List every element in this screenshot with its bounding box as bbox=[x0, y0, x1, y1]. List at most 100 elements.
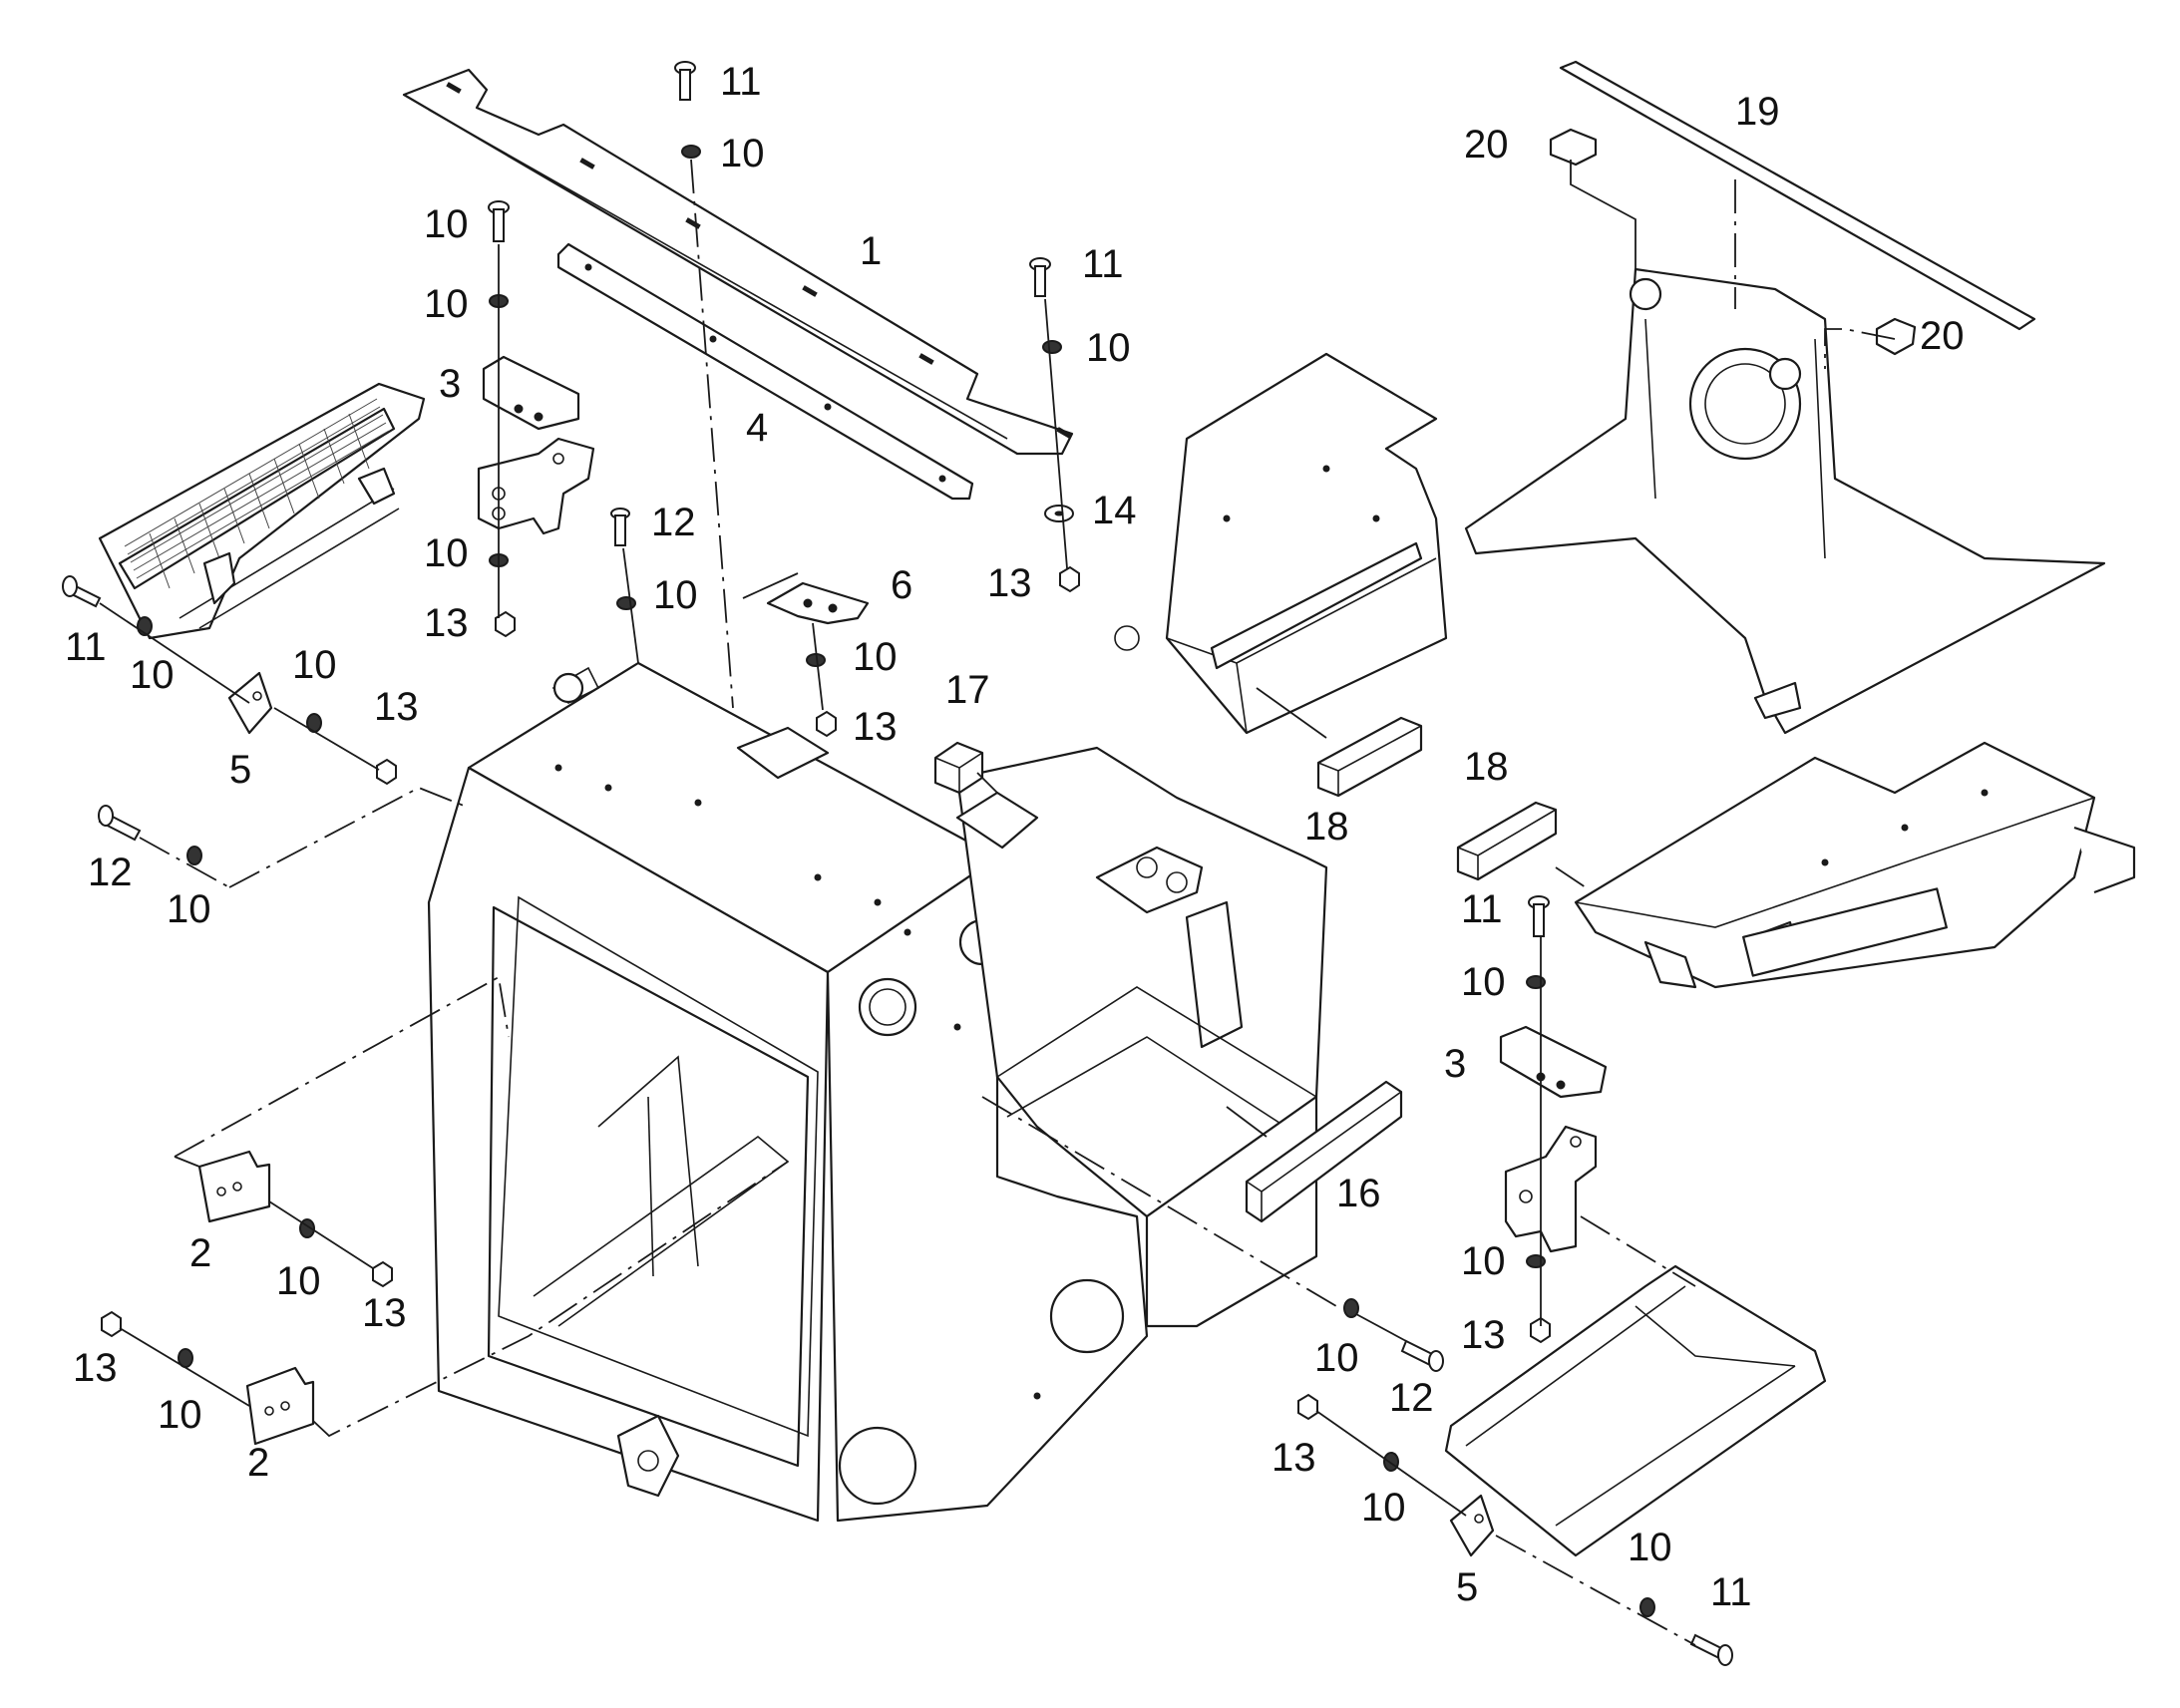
part-18-block-lower bbox=[1456, 801, 1558, 881]
part-6-bracket bbox=[742, 572, 870, 625]
callout-13: 13 bbox=[73, 1346, 118, 1390]
part-19-strip bbox=[1559, 60, 2036, 331]
bolt-12-mid bbox=[610, 508, 630, 546]
nut-13 bbox=[372, 1260, 393, 1288]
side-panel-upper bbox=[1114, 352, 1448, 735]
washer-10 bbox=[1343, 1298, 1359, 1318]
nut-13 bbox=[1059, 565, 1080, 593]
callout-16: 16 bbox=[1336, 1172, 1381, 1215]
callout-18: 18 bbox=[1304, 805, 1349, 849]
callout-13: 13 bbox=[987, 561, 1032, 605]
nut-13 bbox=[1297, 1393, 1318, 1421]
grille-mesh bbox=[124, 398, 390, 589]
callout-4: 4 bbox=[746, 406, 768, 450]
callout-3: 3 bbox=[1444, 1042, 1466, 1086]
part-20-pad-left bbox=[1549, 128, 1598, 167]
nut-13 bbox=[495, 610, 516, 638]
bolt-11-bottom-right bbox=[1689, 1633, 1733, 1666]
callout-1: 1 bbox=[860, 229, 882, 273]
callout-13: 13 bbox=[424, 601, 469, 645]
callout-10: 10 bbox=[853, 635, 898, 679]
washer-10 bbox=[1383, 1452, 1399, 1472]
grille-assembly-left bbox=[98, 382, 426, 640]
callout-3: 3 bbox=[439, 362, 461, 406]
callout-14: 14 bbox=[1092, 489, 1137, 532]
washer-10 bbox=[1526, 1254, 1546, 1268]
part-5-plate-right bbox=[1449, 1494, 1495, 1557]
callout-10: 10 bbox=[653, 573, 698, 617]
part-3-hinge-cover-left bbox=[482, 355, 580, 431]
callout-10: 10 bbox=[1361, 1486, 1406, 1530]
part-2-plate-lower bbox=[245, 1366, 315, 1446]
nut-13 bbox=[816, 710, 837, 738]
washer-10 bbox=[186, 846, 202, 865]
callout-10: 10 bbox=[158, 1393, 202, 1437]
part-1-top-plate bbox=[402, 68, 1074, 456]
hinge-bracket-right bbox=[1504, 1125, 1598, 1253]
callout-10: 10 bbox=[1628, 1526, 1672, 1569]
washer-10 bbox=[1639, 1597, 1655, 1617]
callout-20: 20 bbox=[1464, 123, 1509, 167]
callouts: 1 2 2 3 3 4 5 5 6 10 10 10 10 10 10 10 1… bbox=[65, 60, 1965, 1614]
part-16-bar bbox=[1245, 1080, 1403, 1223]
part-4-lower-bar bbox=[556, 242, 974, 501]
bolt-11-left-side bbox=[62, 575, 102, 608]
callout-5: 5 bbox=[229, 748, 251, 792]
nut-13 bbox=[101, 1310, 122, 1338]
grille-cover-right bbox=[1444, 1264, 1827, 1557]
callout-13: 13 bbox=[374, 685, 419, 729]
seat-base bbox=[1464, 267, 2106, 735]
callout-10: 10 bbox=[1314, 1336, 1359, 1380]
callout-10: 10 bbox=[167, 887, 211, 931]
callout-10: 10 bbox=[720, 132, 765, 175]
part-3-hinge-cover-right bbox=[1499, 1025, 1608, 1099]
callout-10: 10 bbox=[1086, 326, 1131, 370]
callout-6: 6 bbox=[891, 563, 912, 607]
callout-10: 10 bbox=[424, 282, 469, 326]
callout-11: 11 bbox=[1082, 242, 1124, 286]
callout-10: 10 bbox=[130, 653, 175, 697]
callout-2: 2 bbox=[189, 1231, 211, 1275]
callout-13: 13 bbox=[1461, 1313, 1506, 1357]
callout-12: 12 bbox=[1389, 1376, 1434, 1420]
callout-10: 10 bbox=[276, 1259, 321, 1303]
callout-13: 13 bbox=[853, 705, 898, 749]
callout-10: 10 bbox=[1461, 960, 1506, 1004]
bolt-11-right-lower bbox=[1528, 895, 1550, 937]
bolt-11-top bbox=[674, 61, 696, 101]
callout-11: 11 bbox=[720, 60, 762, 104]
washer-10 bbox=[1042, 340, 1062, 354]
callout-17: 17 bbox=[945, 668, 990, 712]
callout-13: 13 bbox=[1272, 1436, 1316, 1480]
callout-11: 11 bbox=[65, 625, 107, 669]
callout-12: 12 bbox=[651, 501, 696, 544]
callout-12: 12 bbox=[88, 851, 133, 894]
side-panel-lower bbox=[1574, 741, 2136, 989]
nut-13 bbox=[376, 758, 397, 786]
part-14-washer bbox=[1044, 505, 1074, 522]
hinge-bracket-left bbox=[477, 437, 595, 535]
part-5-plate-left bbox=[227, 671, 273, 735]
callout-18: 18 bbox=[1464, 745, 1509, 789]
washer-10 bbox=[1526, 975, 1546, 989]
part-18-block-upper bbox=[1316, 716, 1423, 798]
washer-10 bbox=[616, 596, 636, 610]
bolt-12-right bbox=[1400, 1339, 1444, 1372]
callout-13: 13 bbox=[362, 1291, 407, 1335]
callout-19: 19 bbox=[1735, 90, 1780, 134]
callout-10: 10 bbox=[424, 531, 469, 575]
part-20-pad-right bbox=[1875, 317, 1917, 356]
bolt-11-right bbox=[1029, 257, 1051, 297]
callout-10: 10 bbox=[424, 202, 469, 246]
leader-lines bbox=[99, 159, 1896, 1646]
bolt-12-left bbox=[98, 805, 142, 842]
callout-10: 10 bbox=[1461, 1239, 1506, 1283]
callout-10: 10 bbox=[292, 643, 337, 687]
washer-10 bbox=[681, 145, 701, 159]
callout-5: 5 bbox=[1456, 1565, 1478, 1609]
main-frame bbox=[427, 661, 1149, 1523]
callout-11: 11 bbox=[1710, 1570, 1752, 1614]
callout-20: 20 bbox=[1920, 314, 1965, 358]
callout-2: 2 bbox=[247, 1441, 269, 1485]
